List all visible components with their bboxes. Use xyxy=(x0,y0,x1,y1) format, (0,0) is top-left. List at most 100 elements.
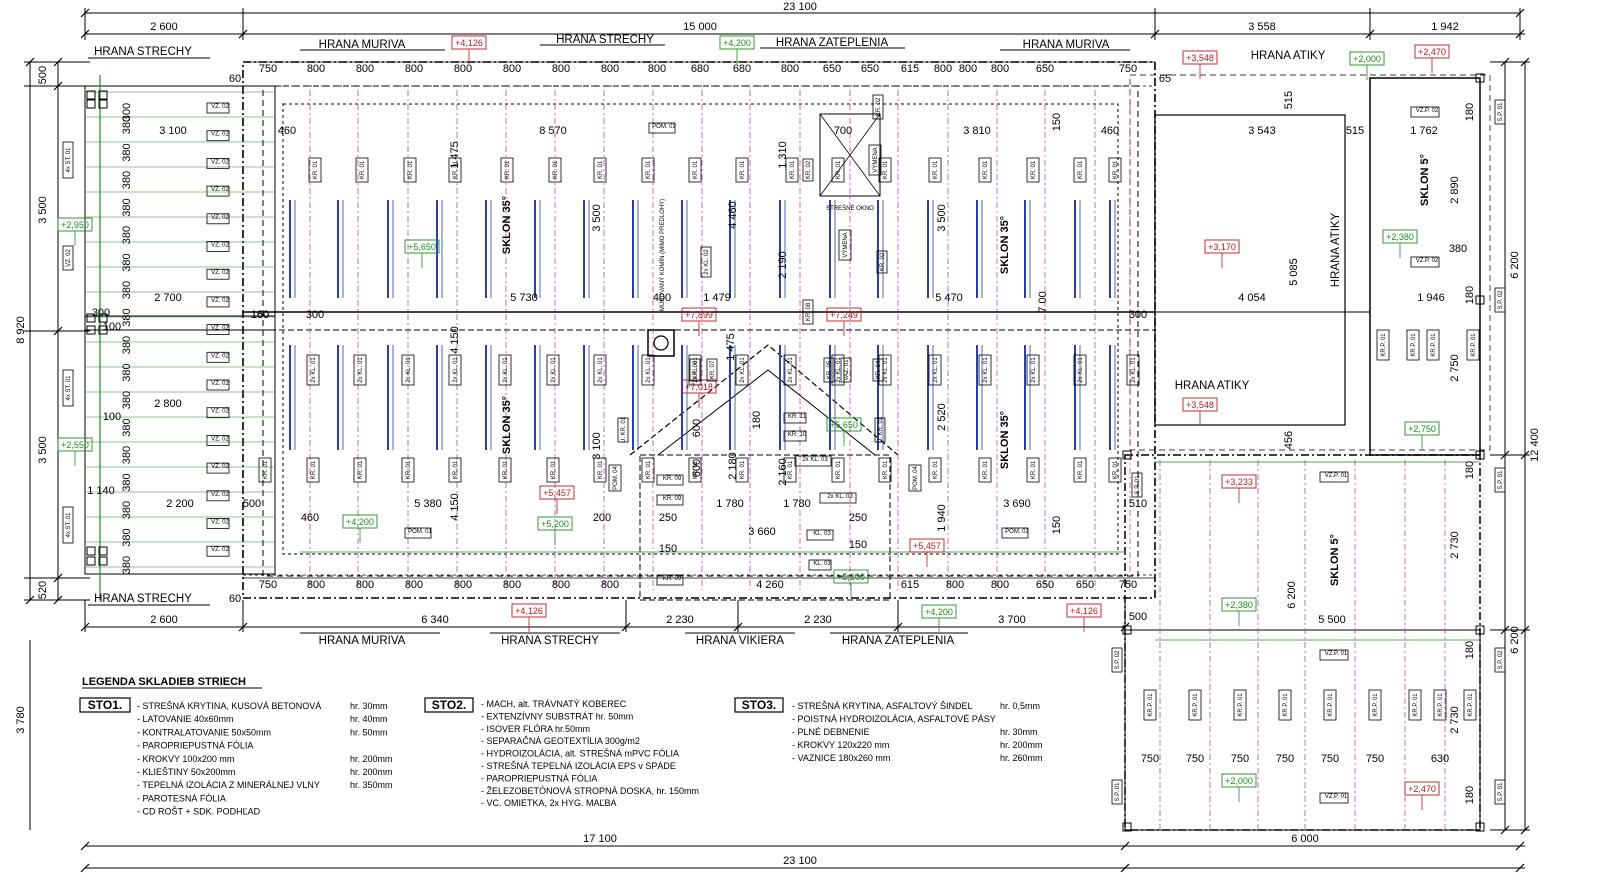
label: 8 920 xyxy=(15,316,27,344)
inner-dim-sto3: 750 xyxy=(1366,753,1384,765)
roof-edge-wing xyxy=(1369,77,1481,456)
element-tag-label: 2x KL. 01 xyxy=(646,357,652,383)
edge-label: HRANA STRECHY xyxy=(94,46,192,58)
inner-dim: 1 479 xyxy=(703,292,731,304)
element-tag xyxy=(831,157,845,183)
element-tag xyxy=(1463,689,1477,721)
dim-tick xyxy=(1515,841,1525,851)
element-tag xyxy=(878,157,892,183)
element-tag-label: KR. 02 xyxy=(880,252,886,271)
element-tag xyxy=(1368,689,1382,721)
dim-tick xyxy=(80,622,90,632)
inner-dim: 2 730 xyxy=(1449,531,1461,559)
element-tag-label: KR. 09 xyxy=(663,496,682,502)
legend-sto2-item: - HYDROIZOLÁCIA, alt. STREŠNÁ mPVC FÓLIA xyxy=(481,749,679,759)
element-tag-label: KR. 01 xyxy=(933,460,939,479)
inner-dim: 150 xyxy=(849,539,867,551)
element-tag xyxy=(206,268,230,280)
element-tag-label: KR. 01 xyxy=(263,460,269,479)
inner-dim: 2 520 xyxy=(936,403,948,431)
element-tag-label: S.P. 01 xyxy=(1498,782,1504,802)
chimney xyxy=(647,329,675,357)
label: 800 xyxy=(991,63,1009,75)
dim-tick xyxy=(1515,29,1525,39)
element-tag xyxy=(1376,329,1390,361)
label: 800 xyxy=(454,579,472,591)
element-tag-label: KR. 07 xyxy=(710,360,716,379)
label: 800 xyxy=(946,579,964,591)
inner-dim: 460 xyxy=(301,512,319,524)
inner-dim: 1 946 xyxy=(1417,292,1445,304)
element-tag xyxy=(735,354,749,386)
label: 800 xyxy=(503,579,521,591)
element-tag xyxy=(808,559,832,571)
label: 800 xyxy=(356,63,374,75)
element-tag xyxy=(206,490,230,502)
inner-dim-380: 380 xyxy=(121,336,133,354)
legend-sto1-item: - STREŠNÁ KRYTINA, KUSOVÁ BETONOVÁ xyxy=(137,701,321,711)
element-tag-label: VZ. 02 xyxy=(211,436,229,442)
legend-sto3-box xyxy=(734,697,784,713)
label: 800 xyxy=(991,579,1009,591)
element-tag xyxy=(1278,689,1292,721)
atika-outline xyxy=(1154,114,1346,426)
element-tag xyxy=(688,354,702,386)
element-tag xyxy=(794,455,832,467)
label: 680 xyxy=(691,63,709,75)
slope-label: SKLON 35° xyxy=(501,196,513,254)
dim-tick xyxy=(53,81,63,91)
element-tag xyxy=(978,354,992,386)
dim-tick xyxy=(53,573,63,583)
element-tag xyxy=(1494,467,1506,493)
inner-dim: 380 xyxy=(1449,243,1467,255)
element-tag xyxy=(206,241,230,252)
post xyxy=(98,313,108,323)
inner-dim-380: 380 xyxy=(121,226,133,244)
label: 2 230 xyxy=(666,614,694,626)
label: 800 xyxy=(405,579,423,591)
legend-sto3-label: STO3. xyxy=(742,698,776,712)
label: 520 xyxy=(37,581,49,599)
element-tag-label: KR. 04 xyxy=(876,360,882,379)
element-tag xyxy=(1131,472,1143,498)
element-tag-label: VZ. 02 xyxy=(211,520,229,526)
element-tag xyxy=(1494,647,1506,673)
label: 650 xyxy=(1036,63,1054,75)
element-tag xyxy=(656,574,684,586)
element-tag-label: KR. 01 xyxy=(551,460,557,479)
element-tag xyxy=(353,457,367,483)
element-tag xyxy=(706,358,718,382)
legend-sto3-value: hr. 200mm xyxy=(1000,740,1043,750)
element-tag-label: 2x KL. 01 xyxy=(551,357,557,383)
element-tag-label: KR. 01 xyxy=(836,160,842,179)
slope-label: SKLON 5° xyxy=(1419,154,1431,206)
element-tag xyxy=(353,354,367,386)
element-tag-label: KR.P. 01 xyxy=(1471,333,1477,357)
element-tag-label: S.P. 01 xyxy=(1498,102,1504,122)
element-tag-label: KR. 09 xyxy=(663,576,682,582)
element-tag xyxy=(656,474,684,486)
element-tag-label: KR. 01 xyxy=(453,460,459,479)
inner-dim: 180 xyxy=(751,411,763,429)
element-tag-label: KR.P. 01 xyxy=(1283,693,1289,717)
element-tag-label: 2x KL. 01 xyxy=(503,357,509,383)
dim-tick xyxy=(1520,57,1530,67)
roof-window-label: STREŠNÉ OKNO xyxy=(826,205,874,212)
element-tag xyxy=(404,527,432,539)
legend-sto2-item: - ISOVER FLÓRA hr.50mm xyxy=(481,724,590,734)
element-tag-label: 2x KL. 01 xyxy=(453,357,459,383)
element-tag xyxy=(1494,779,1506,805)
inner-dim: 4 150 xyxy=(449,493,461,521)
dim-tick xyxy=(80,8,90,18)
dim-tick xyxy=(893,622,903,632)
label: 800 xyxy=(601,579,619,591)
element-tag xyxy=(978,457,992,483)
legend-sto1-item: - CD ROŠT + SDK. PODHĽAD xyxy=(137,807,261,817)
element-tag xyxy=(688,157,702,183)
inner-dim: 515 xyxy=(1283,91,1295,109)
dim-tick xyxy=(1515,863,1525,873)
inner-dim: 5 085 xyxy=(1288,258,1300,286)
inner-dim: 300 xyxy=(92,307,110,319)
post xyxy=(86,546,96,556)
